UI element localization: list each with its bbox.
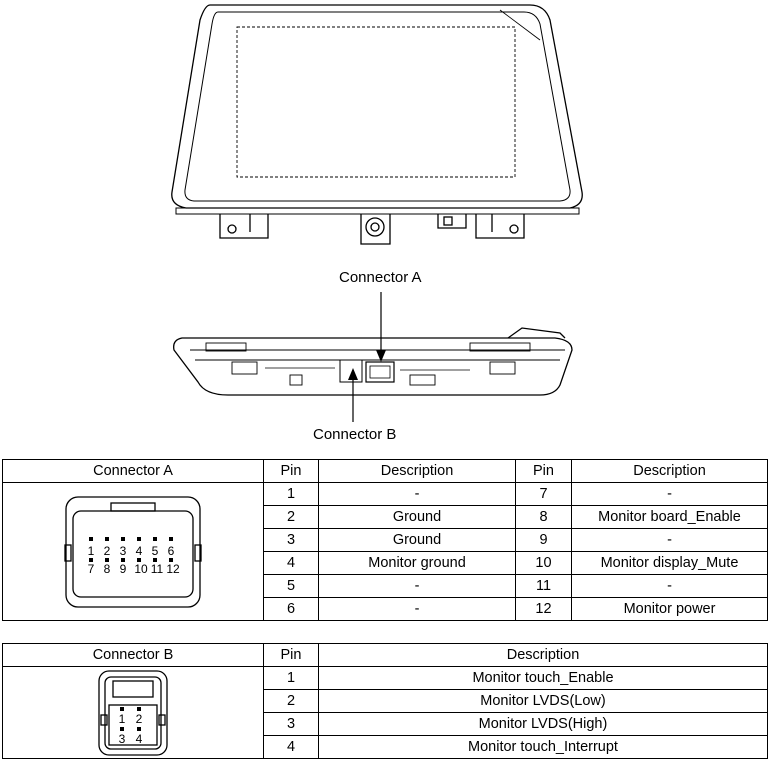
table-row: 3 Ground 9 - (3, 528, 768, 552)
connector-a-pin-label: 11 (151, 562, 164, 576)
pin-number: 3 (263, 528, 319, 552)
pin-description: Monitor ground (318, 551, 516, 575)
connector-a-pin-label: 7 (88, 562, 95, 576)
table-header-row: Connector B Pin Description (2, 643, 768, 667)
pin-number: 10 (515, 551, 572, 575)
connector-b-face-diagram: 1 2 3 4 (98, 669, 168, 756)
monitor-rear-view (173, 327, 573, 396)
connector-a-pin-label: 5 (152, 544, 159, 558)
table-row: 2 Monitor LVDS(Low) (3, 689, 768, 713)
connector-b-pin-label: 4 (136, 732, 143, 746)
connector-a-pin-label: 4 (136, 544, 143, 558)
pin-number: 4 (263, 551, 319, 575)
header-connector: Connector B (2, 643, 264, 667)
pin-number: 2 (263, 689, 319, 713)
pin-description: Ground (318, 505, 516, 529)
connector-a-face-diagram: 1 2 3 4 5 6 7 8 9 10 11 12 (64, 495, 202, 608)
table-header-row: Connector A Pin Description Pin Descript… (2, 459, 768, 483)
connector-a-pin-label: 3 (120, 544, 127, 558)
pin-description: Monitor display_Mute (571, 551, 768, 575)
table-row: 2 Ground 8 Monitor board_Enable (3, 505, 768, 529)
pin-description: Monitor power (571, 597, 768, 621)
pin-number: 1 (263, 666, 319, 690)
table-row: 4 Monitor ground 10 Monitor display_Mute (3, 551, 768, 575)
connector-a-pin-label: 8 (104, 562, 111, 576)
pin-number: 12 (515, 597, 572, 621)
connector-a-terminal (121, 557, 125, 562)
header-pin: Pin (263, 459, 319, 483)
table-row: 1 2 3 4 5 6 7 8 9 10 11 12 1 (2, 482, 768, 621)
pin-description: - (318, 574, 516, 598)
connector-a-terminal (89, 536, 93, 541)
connector-b-arrow (348, 368, 358, 422)
connector-a-terminal (121, 536, 125, 541)
connector-a-terminal (153, 536, 157, 541)
monitor-illustration (171, 4, 583, 422)
header-description: Description (571, 459, 768, 483)
connector-b-pinout: 1 2 3 4 (2, 666, 264, 759)
connector-a-pin-label: 1 (88, 544, 95, 558)
connector-a-terminal (105, 536, 109, 541)
pin-number: 6 (263, 597, 319, 621)
pin-number: 11 (515, 574, 572, 598)
connector-a-terminal (89, 557, 93, 562)
pin-number: 1 (263, 482, 319, 506)
pin-description: Monitor touch_Interrupt (318, 735, 768, 759)
pin-description: Monitor touch_Enable (318, 666, 768, 690)
connector-a-terminal (169, 557, 173, 562)
connector-a-label: Connector A (339, 269, 422, 286)
connector-a-pin-table: Connector A Pin Description Pin Descript… (2, 459, 768, 621)
connector-a-pinout: 1 2 3 4 5 6 7 8 9 10 11 12 (2, 482, 264, 621)
header-connector: Connector A (2, 459, 264, 483)
pin-number: 4 (263, 735, 319, 759)
table-row: 6 - 12 Monitor power (3, 597, 768, 621)
connector-a-terminal (137, 557, 141, 562)
connector-a-pin-label: 12 (166, 562, 180, 576)
header-description: Description (318, 643, 768, 667)
pin-description: - (571, 574, 768, 598)
header-pin: Pin (515, 459, 572, 483)
connector-a-pin-label: 10 (134, 562, 148, 576)
pin-number: 7 (515, 482, 572, 506)
header-pin: Pin (263, 643, 319, 667)
connector-b-pin-label: 3 (119, 732, 126, 746)
connector-a-pin-label: 2 (104, 544, 111, 558)
pin-description: Monitor LVDS(High) (318, 712, 768, 736)
connector-a-arrow (376, 292, 386, 362)
connector-a-pin-label: 9 (120, 562, 127, 576)
pin-number: 9 (515, 528, 572, 552)
pin-number: 2 (263, 505, 319, 529)
table-row: 4 Monitor touch_Interrupt (3, 735, 768, 759)
connector-b-pin-table: Connector B Pin Description (2, 643, 768, 759)
pin-description: Monitor board_Enable (571, 505, 768, 529)
connector-b-pin-label: 1 (119, 712, 126, 726)
table-row: 3 Monitor LVDS(High) (3, 712, 768, 736)
table-row: 1 2 3 4 1 Monitor touch_Enable (2, 666, 768, 759)
pin-description: - (318, 597, 516, 621)
connector-a-pin-label: 6 (168, 544, 175, 558)
pin-number: 5 (263, 574, 319, 598)
connector-b-pin-label: 2 (136, 712, 143, 726)
pin-description: - (318, 482, 516, 506)
connector-a-terminal (169, 536, 173, 541)
connector-a-terminal (137, 536, 141, 541)
pin-description: - (571, 528, 768, 552)
pin-description: Monitor LVDS(Low) (318, 689, 768, 713)
connector-a-terminal (105, 557, 109, 562)
pin-description: Ground (318, 528, 516, 552)
pin-description: - (571, 482, 768, 506)
monitor-front-view (171, 4, 583, 245)
pin-number: 8 (515, 505, 572, 529)
connector-a-terminal (153, 557, 157, 562)
connector-b-label: Connector B (313, 426, 397, 443)
header-description: Description (318, 459, 516, 483)
pin-number: 3 (263, 712, 319, 736)
